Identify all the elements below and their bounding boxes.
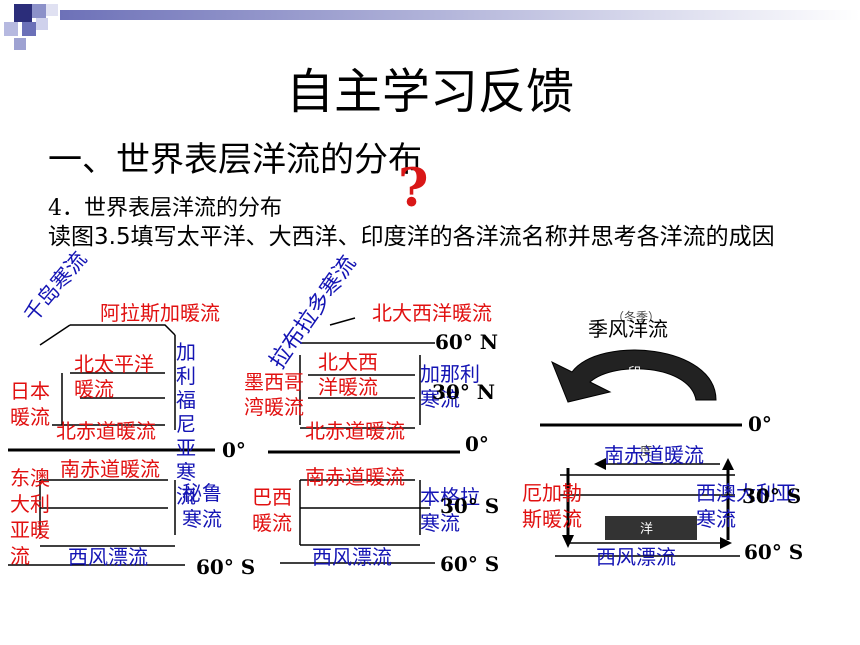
pacific-california-label: 加利福尼亚寒流 — [176, 340, 196, 508]
pacific-alaska-label: 阿拉斯加暖流 — [100, 301, 220, 325]
atlantic-brazil-label: 巴西暖流 — [252, 485, 292, 535]
atlantic-60n-label: 60° N — [435, 330, 499, 354]
indian-du-label: 度 — [640, 444, 653, 458]
atlantic-60s-label: 60° S — [440, 552, 500, 576]
atlantic-30s-label: 30° S — [440, 494, 500, 518]
section-heading: 一、世界表层洋流的分布 — [48, 140, 422, 180]
atlantic-north-atlantic-mid-label: 北大西洋暖流 — [318, 350, 378, 399]
pacific-60s-label: 60° S — [196, 555, 256, 579]
pacific-peru-label: 秘鲁寒流 — [182, 481, 222, 531]
indian-south-equatorial-label: 南赤道暖流 — [604, 443, 704, 467]
pacific-japan-label: 日本暖流 — [10, 379, 50, 429]
atlantic-diagram — [268, 317, 460, 564]
atlantic-south-equatorial-label: 南赤道暖流 — [305, 465, 405, 489]
top-gradient-bar — [60, 10, 860, 20]
indian-60s-label: 60° S — [744, 540, 804, 564]
slide-title: 自主学习反馈 — [285, 64, 574, 120]
indian-winter-label: （冬季） — [612, 310, 661, 324]
atlantic-north-equatorial-label: 北赤道暖流 — [305, 419, 405, 443]
indian-monsoon-label: 季风洋流 — [588, 317, 668, 341]
pacific-diagram — [8, 324, 215, 566]
question-mark-icon: ? — [398, 158, 429, 219]
indian-yang-label: 洋 — [640, 522, 654, 537]
indian-diagram — [540, 349, 742, 557]
atlantic-benguela-label: 本格拉寒流 — [420, 485, 480, 535]
pacific-south-equatorial-label: 南赤道暖流 — [60, 457, 160, 481]
instruction-text: 读图3.5填写太平洋、大西洋、印度洋的各洋流名称并思考各洋流的成因 — [48, 224, 775, 250]
indian-west-australia-label: 西澳大利亚寒流 — [696, 481, 796, 531]
pacific-west-wind-label: 西风漂流 — [68, 545, 148, 569]
corner-squares-decoration — [4, 4, 58, 50]
atlantic-north-atlantic-label: 北大西洋暖流 — [372, 301, 492, 325]
topic-line: 4．世界表层洋流的分布 — [48, 196, 282, 221]
pacific-equator-label: 0° — [222, 438, 246, 462]
atlantic-equator-label: 0° — [465, 432, 489, 456]
indian-west-wind-label: 西风漂流 — [596, 545, 676, 569]
indian-agulhas-label: 厄加勒斯暖流 — [522, 481, 582, 531]
atlantic-west-wind-label: 西风漂流 — [312, 545, 392, 569]
indian-yin-label: 印 — [628, 366, 642, 381]
pacific-north-pacific-label: 北太平洋暖流 — [74, 352, 154, 401]
indian-equator-label: 0° — [748, 412, 772, 436]
indian-30s-label: 30° S — [742, 484, 802, 508]
atlantic-30n-label: 30° N — [432, 380, 496, 404]
atlantic-canary-label: 加那利寒流 — [420, 362, 480, 411]
pacific-east-australia-label: 东澳大利亚暖流 — [10, 466, 50, 568]
pacific-north-equatorial-label: 北赤道暖流 — [56, 419, 156, 443]
atlantic-gulf-label: 墨西哥湾暖流 — [244, 370, 304, 419]
